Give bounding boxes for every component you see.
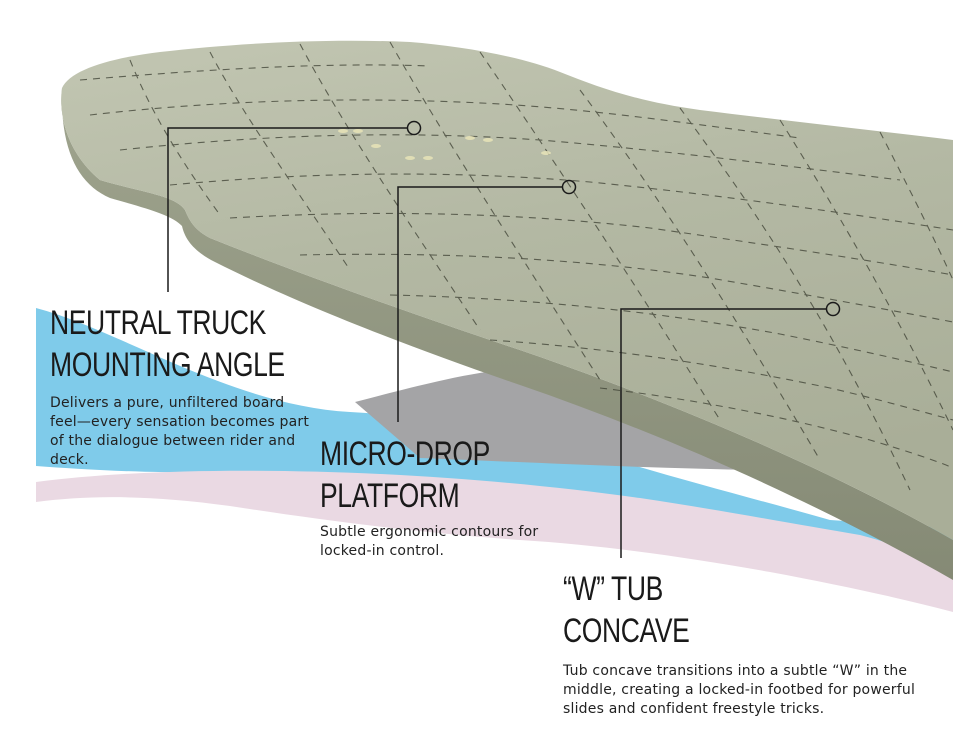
deck-top — [61, 40, 953, 540]
feature-title-line1: NEUTRAL TRUCK — [50, 304, 266, 342]
feature-title-line1: “W” TUB — [563, 570, 663, 608]
feature-title-line2: PLATFORM — [320, 477, 460, 515]
feature-title-line1: MICRO-DROP — [320, 435, 490, 473]
feature-title: NEUTRAL TRUCK MOUNTING ANGLE — [50, 302, 285, 386]
feature-description: Subtle ergonomic contours for locked-in … — [320, 524, 539, 559]
callout-micro-drop — [397, 179, 577, 422]
callout-w-tub — [620, 301, 841, 558]
feature-title-line2: CONCAVE — [563, 612, 690, 650]
feature-title: “W” TUB CONCAVE — [563, 568, 852, 652]
feature-micro-drop-platform: MICRO-DROP PLATFORM Subtle ergonomic con… — [320, 433, 560, 561]
feature-neutral-truck-mounting-angle: NEUTRAL TRUCK MOUNTING ANGLE Delivers a … — [50, 302, 310, 470]
mounting-holes — [338, 129, 551, 160]
callout-neutral-truck — [167, 120, 422, 292]
feature-description: Delivers a pure, unfiltered board feel—e… — [50, 395, 310, 468]
deck-grid-pattern — [79, 41, 953, 491]
feature-w-tub-concave: “W” TUB CONCAVE Tub concave transitions … — [563, 568, 933, 719]
deck-edge — [61, 88, 953, 580]
gray-shadow — [355, 368, 760, 470]
feature-title-line2: MOUNTING ANGLE — [50, 346, 285, 384]
pink-wave — [36, 470, 953, 612]
feature-title: MICRO-DROP PLATFORM — [320, 433, 507, 517]
feature-description: Tub concave transitions into a subtle “W… — [563, 663, 916, 717]
